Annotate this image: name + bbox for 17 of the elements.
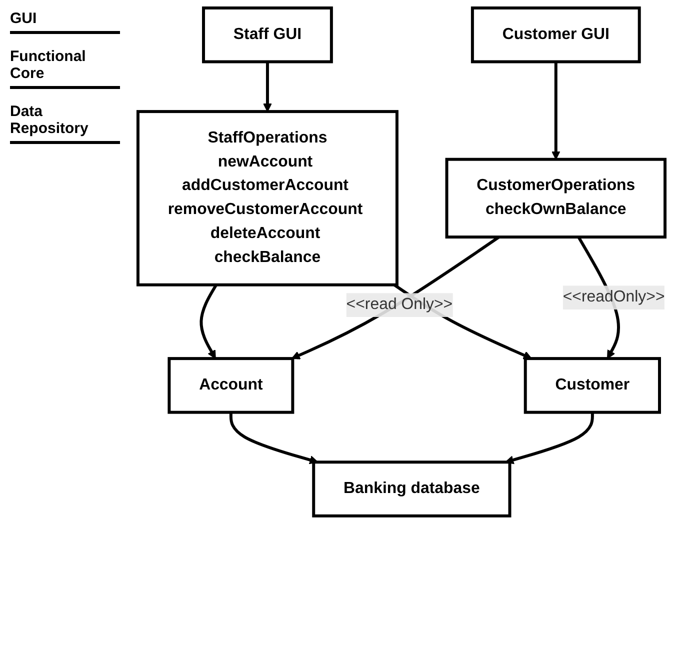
- edge-label: <<readOnly>>: [562, 288, 665, 306]
- arrow: [552, 62, 560, 160]
- node-box: Customer: [524, 357, 661, 414]
- node-box: Banking database: [312, 460, 512, 518]
- arrow: [263, 62, 272, 112]
- node-box: Customer GUI: [470, 6, 641, 64]
- layer-label: Functional Core: [10, 48, 120, 89]
- arrow: [229, 412, 318, 464]
- arrow: [200, 284, 218, 359]
- node-box: StaffOperations newAccount addCustomerAccount removeCustomerAccount deleteAccount checkBalance: [136, 110, 398, 286]
- node-box: Staff GUI: [202, 6, 333, 64]
- node-box: Account: [168, 357, 294, 414]
- node-box: CustomerOperations checkOwnBalance: [445, 158, 667, 239]
- layer-label: GUI: [10, 10, 120, 34]
- edge-label: <<read Only>>: [346, 296, 453, 314]
- layer-label: Data Repository: [10, 103, 120, 144]
- arrow: [505, 412, 594, 464]
